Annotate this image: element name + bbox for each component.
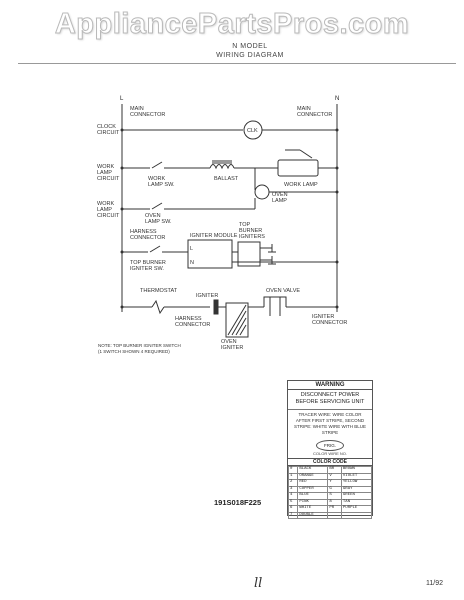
top-burner-igniter-sw-2: IGNITER SW. [130, 266, 164, 272]
oven-igniter-2: IGNITER [221, 345, 243, 351]
tracer-wire-note: TRACER WIRE: WIRE COLOR AFTER FIRST STRI… [293, 412, 366, 435]
ballast-label: BALLAST [214, 176, 239, 182]
oven-lamp-2: LAMP [272, 198, 287, 204]
oven-lamp-1: OVEN [272, 192, 288, 198]
main-connector-right-1: MAIN [297, 106, 311, 112]
revision-date: 11/92 [426, 580, 443, 587]
work-lamp-circuit-1: WORK [97, 164, 114, 170]
color-code-cell [327, 511, 342, 519]
n-rail-label: N [335, 96, 339, 102]
handwritten-mark: ll [254, 576, 263, 591]
igniter-connector-2: CONNECTOR [312, 320, 347, 326]
l-rail-label: L [120, 96, 124, 102]
main-connector-right-2: CONNECTOR [297, 112, 332, 118]
clock-circuit-1: CLOCK [97, 124, 116, 130]
oven-lamp-sw-1: OVEN [145, 213, 161, 219]
work-lamp-circuit-3: CIRCUIT [97, 176, 120, 182]
clock-circuit-2: CIRCUIT [97, 130, 120, 136]
color-wire-no: COLOR WIRE NO. [312, 451, 347, 456]
module-n-terminal: N [190, 260, 194, 266]
color-code-cell: 7 [287, 511, 299, 519]
harness-connector-1: HARNESS [130, 229, 157, 235]
top-burner-igniter-sw-1: TOP BURNER [130, 260, 166, 266]
part-number: 191S018F225 [214, 498, 262, 507]
clock-symbol-label: CLK [247, 128, 258, 134]
watermark: AppliancePartsPros.com [54, 8, 410, 41]
brand-logo: FRIG. [316, 440, 344, 451]
work-lamp-sw-1: WORK [148, 176, 165, 182]
warning-title: WARNING [288, 381, 372, 390]
header-rule [18, 63, 456, 64]
igniter-switch-note: NOTE: TOP BURNER IGNITER SWITCH (1 SWITC… [98, 343, 181, 354]
harness-connector2-1: HARNESS [175, 316, 202, 322]
oven-valve-label: OVEN VALVE [266, 288, 300, 294]
color-code-title: COLOR CODE [288, 458, 372, 466]
color-code-cell: DOUBLE [297, 511, 329, 519]
top-burner-igniters-3: IGNITERS [239, 234, 265, 240]
module-l-terminal: L [190, 246, 193, 252]
work-lamp-sw-2: LAMP SW. [148, 182, 175, 188]
work-lamp-label: WORK LAMP [284, 182, 318, 188]
work-lamp-circuit2-3: CIRCUIT [97, 213, 120, 219]
oven-lamp-sw-2: LAMP SW. [145, 219, 172, 225]
diagram-title-line1: N MODEL [232, 43, 268, 50]
harness-connector2-2: CONNECTOR [175, 322, 210, 328]
main-connector-left-1: MAIN [130, 106, 144, 112]
top-burner-igniters-2: BURNER [239, 228, 262, 234]
igniter-connector-1: IGNITER [312, 314, 334, 320]
harness-connector-2: CONNECTOR [130, 235, 165, 241]
main-connector-left-2: CONNECTOR [130, 112, 165, 118]
diagram-title-line2: WIRING DIAGRAM [216, 52, 284, 59]
warning-box: WARNING DISCONNECT POWER BEFORE SERVICIN… [287, 380, 373, 519]
work-lamp-circuit2-2: LAMP [97, 207, 112, 213]
igniter-label: IGNITER [196, 293, 218, 299]
warning-text: DISCONNECT POWER BEFORE SERVICING UNIT [288, 390, 372, 410]
igniter-module-label: IGNITER MODULE [190, 233, 238, 239]
work-lamp-circuit-2: LAMP [97, 170, 112, 176]
top-burner-igniters-1: TOP [239, 222, 251, 228]
work-lamp-circuit2-1: WORK [97, 201, 114, 207]
oven-igniter-1: OVEN [221, 339, 237, 345]
thermostat-label: THERMOSTAT [140, 288, 178, 294]
color-code-cell [340, 511, 373, 519]
